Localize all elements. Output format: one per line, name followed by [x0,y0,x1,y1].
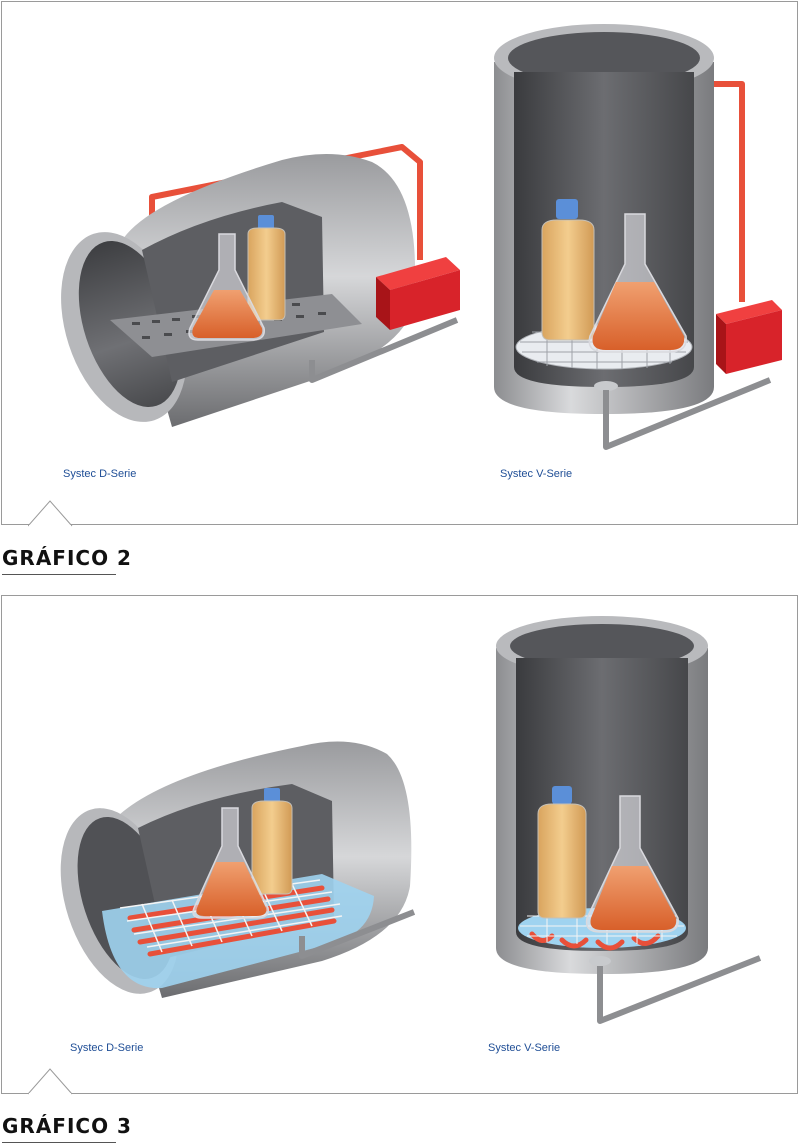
heating-pipe [149,144,423,260]
figure-panel-2: Systec D-Serie Systec V-Serie [1,1,798,527]
figure-title: GRÁFICO 3 [2,1114,131,1143]
caption-d-serie: Systec D-Serie [63,468,137,480]
drain-outlet [589,956,611,966]
cylinder-opening [510,624,694,668]
caption-v-serie: Systec V-Serie [500,468,573,480]
drain-pipe-icon [597,955,762,1024]
caption-d-serie: Systec D-Serie [70,1042,144,1054]
flask-icon [192,807,269,919]
bottle-icon [541,199,595,341]
callout-notch-icon [28,500,73,527]
heating-pipe [702,81,745,302]
flask-icon [188,233,265,341]
drain-pipe-icon [299,909,416,959]
heating-coils [529,931,661,951]
vertical-autoclave-v-serie [494,24,782,450]
figure-panel-3: Systec D-Serie Systec V-Serie [1,595,798,1095]
callout-notch-icon [28,1068,73,1095]
drain-outlet [594,381,618,391]
autoclave-heating-diagram [61,24,782,450]
heater-box-icon [376,257,460,330]
bottle-icon [247,215,286,321]
horizontal-autoclave-d-serie [61,144,460,427]
vertical-autoclave-v-serie [496,616,762,1024]
heater-box-icon [716,300,782,374]
autoclave-water-diagram [60,616,762,1024]
caption-v-serie: Systec V-Serie [488,1042,561,1054]
cylinder-opening [508,32,700,84]
flask-icon [588,213,687,353]
drain-pipe-icon [309,317,459,383]
horizontal-autoclave-d-serie [60,741,416,998]
drain-pipe-icon [603,377,772,450]
bottle-icon [537,786,587,919]
bottle-icon [251,788,293,895]
figure-title: GRÁFICO 2 [2,546,131,575]
flask-icon [585,795,679,933]
